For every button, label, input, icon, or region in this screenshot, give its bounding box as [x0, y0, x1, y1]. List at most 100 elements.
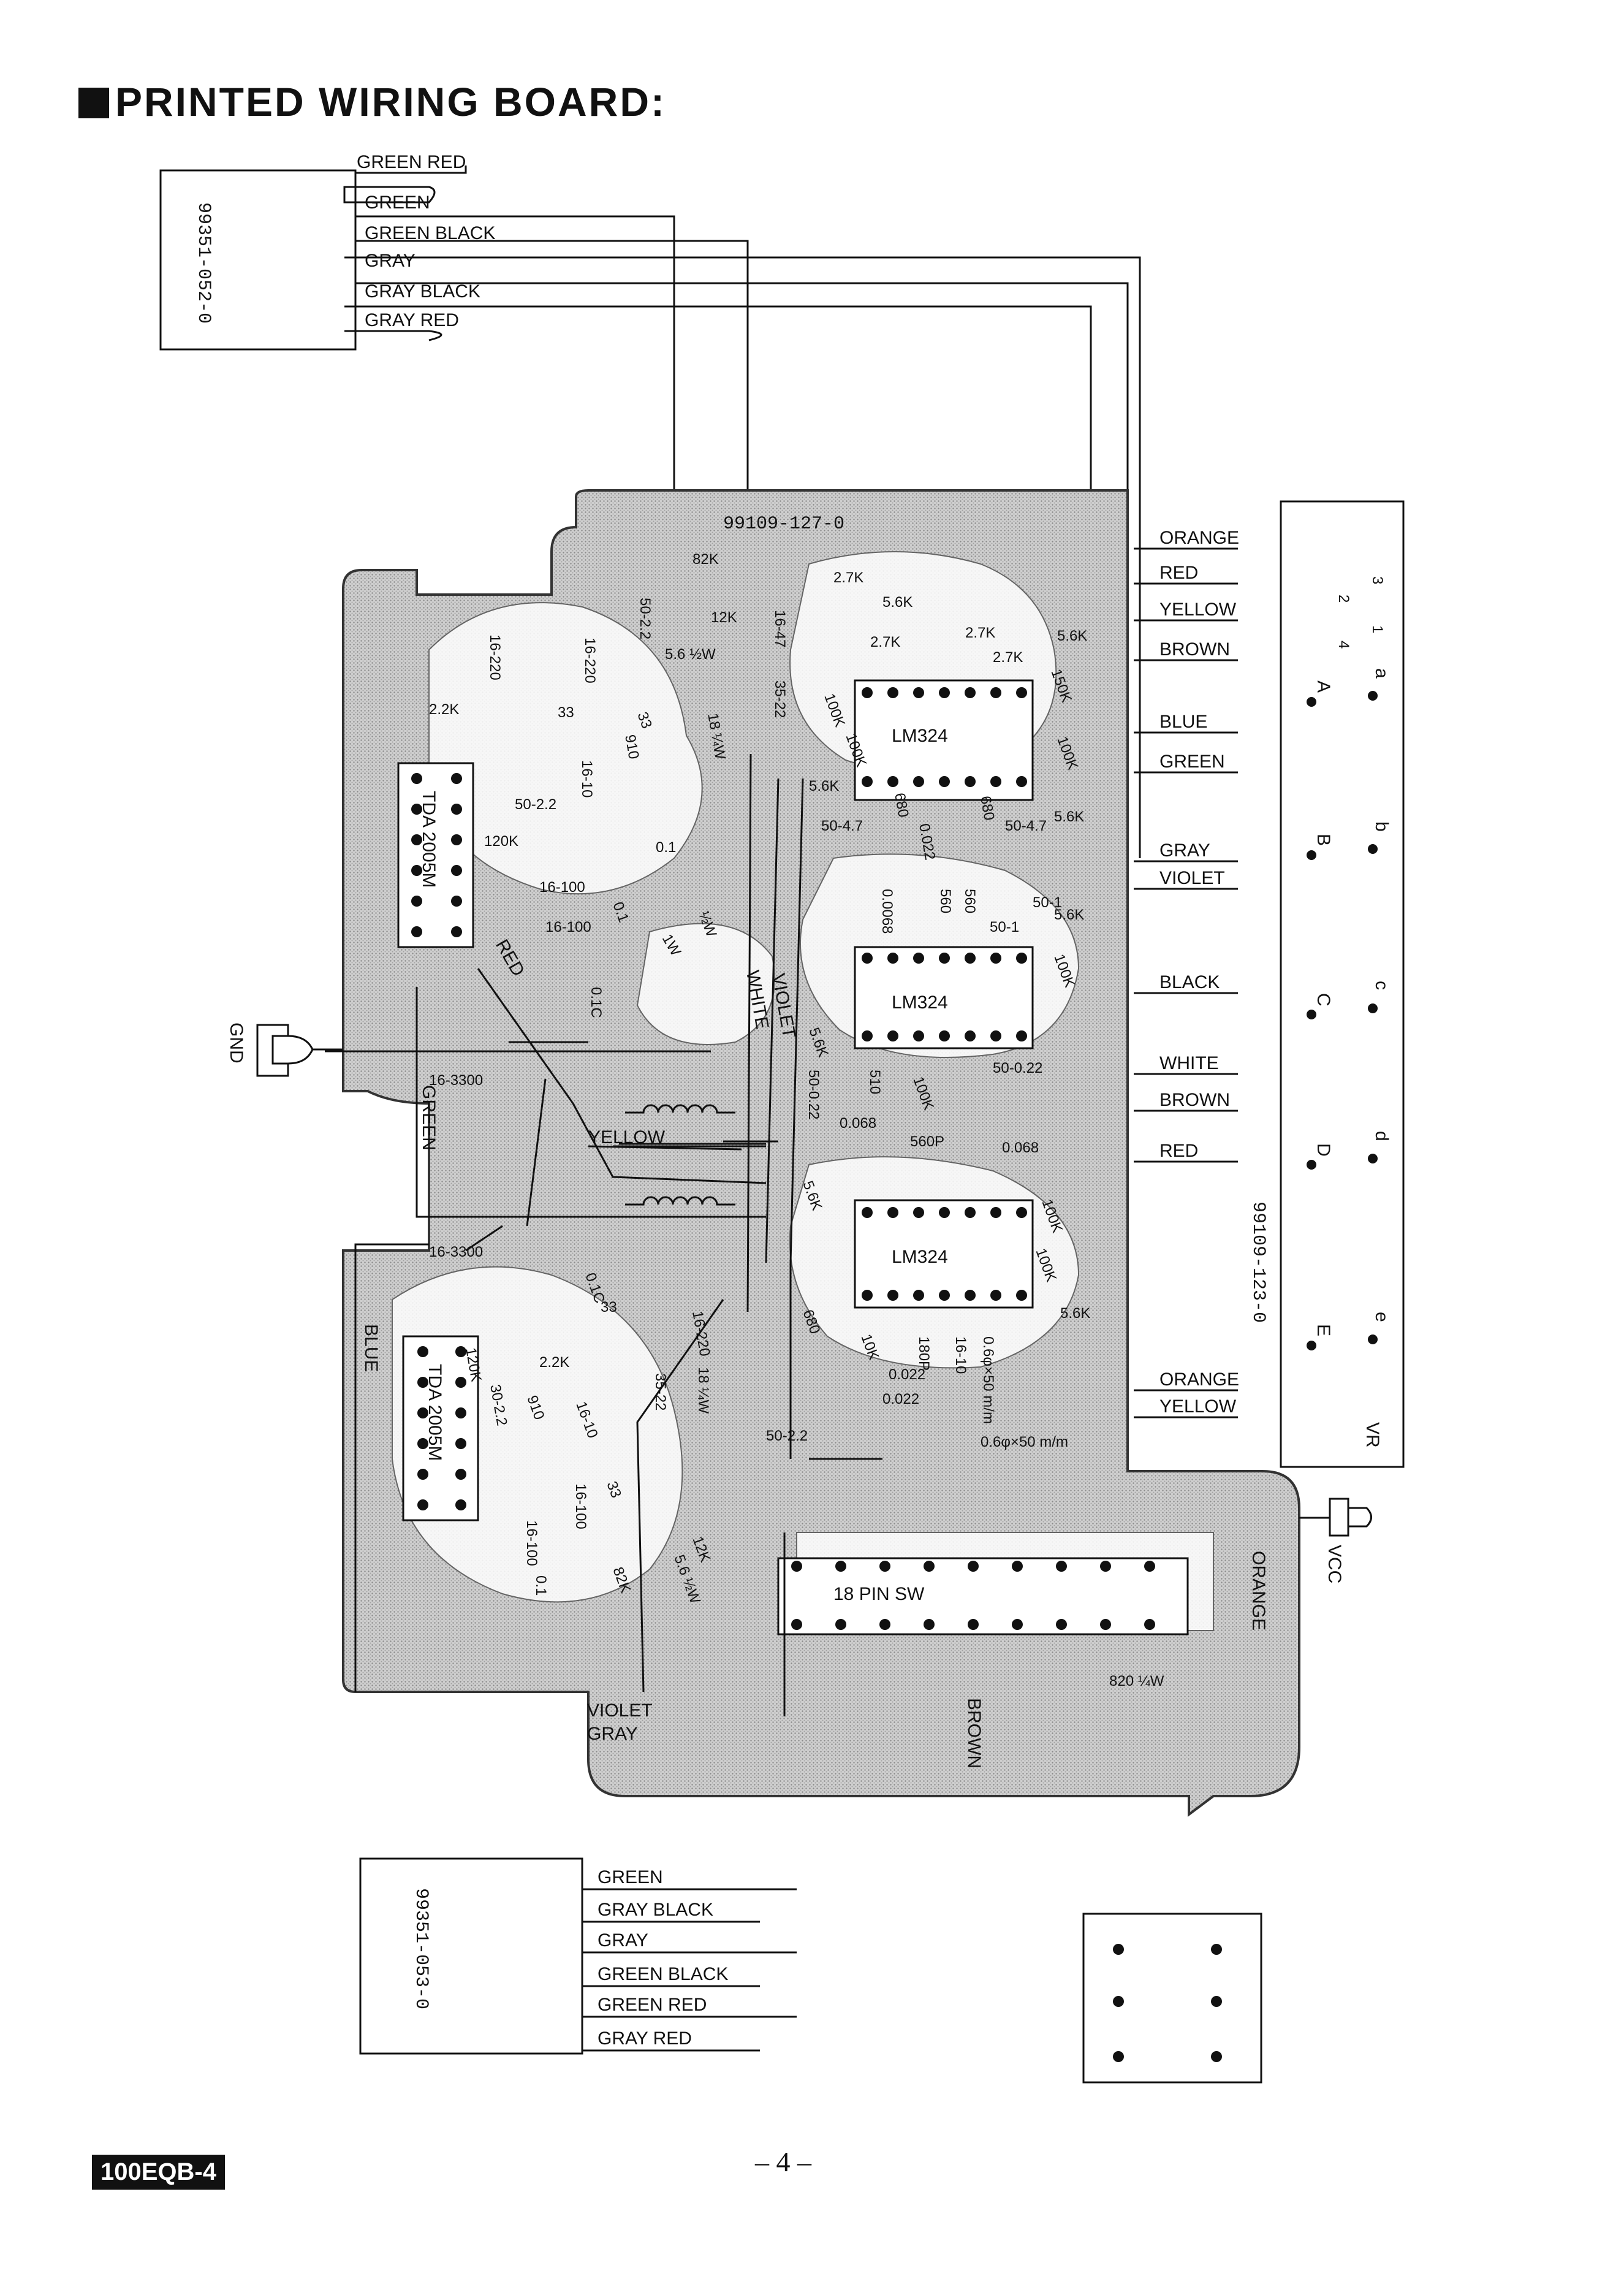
- pin-dot: [417, 1469, 428, 1480]
- page-title: PRINTED WIRING BOARD:: [78, 78, 666, 125]
- pin-dot: [990, 1290, 1001, 1301]
- wire-label-orange-right: ORANGE: [1248, 1551, 1269, 1631]
- pin-dot: [887, 776, 898, 787]
- component-label: 0.068: [1002, 1140, 1039, 1156]
- component-label: 2.7K: [993, 649, 1023, 666]
- component-label: 0.1C: [588, 987, 604, 1018]
- component-label: 0.022: [882, 1391, 919, 1407]
- component-label: 16-10: [952, 1336, 969, 1374]
- pin-dot: [924, 1619, 935, 1630]
- pin-dot: [455, 1438, 466, 1449]
- pin-dot: [879, 1561, 890, 1572]
- component-label: 33: [558, 704, 574, 721]
- top-connector-box: [159, 169, 357, 351]
- vr-pin-right: e: [1372, 1312, 1392, 1322]
- component-label: 5.6K: [1057, 628, 1087, 644]
- pin-dot: [887, 687, 898, 698]
- vr-pin-left: D: [1313, 1143, 1334, 1157]
- vr-pin-dot: [1368, 1334, 1378, 1344]
- component-label: 16-3300: [429, 1244, 483, 1260]
- pin-dot: [965, 1030, 976, 1041]
- component-label: 0.6φ×50 m/m: [980, 1336, 996, 1424]
- pin-dot: [1016, 687, 1027, 698]
- component-label: 560P: [910, 1133, 944, 1150]
- pin-dot: [417, 1407, 428, 1418]
- wire-label-brown-bottom: BROWN: [964, 1698, 984, 1768]
- vr-pin-dot: [1368, 844, 1378, 854]
- component-label: 33: [601, 1299, 617, 1315]
- pin-dot: [451, 804, 462, 815]
- bottom-connector-box: [359, 1857, 583, 2055]
- vr-pin-left: E: [1313, 1324, 1334, 1336]
- pin-dot: [417, 1346, 428, 1357]
- vr-pin-number: 3: [1369, 576, 1386, 584]
- page-number: – 4 –: [755, 2146, 811, 2177]
- pin-dot: [417, 1377, 428, 1388]
- vr-pin-dot: [1368, 1003, 1378, 1013]
- component-label: 82K: [692, 551, 719, 568]
- board-wire-labels: RED WHITE VIOLET GREEN YELLOW BLUE BROWN…: [361, 936, 1269, 1768]
- switch-terminal-dot: [1113, 1944, 1124, 1955]
- switch-terminal-dot: [1211, 1996, 1222, 2007]
- vr-wire-label: BLACK: [1159, 972, 1220, 992]
- pin-dot: [990, 1207, 1001, 1218]
- vr-pin-dot: [1368, 1154, 1378, 1163]
- pin-dot: [913, 953, 924, 964]
- pin-dot: [965, 1290, 976, 1301]
- component-label: 560: [937, 889, 954, 913]
- pin-dot: [965, 687, 976, 698]
- vr-wires: ORANGEREDYELLOWBROWNBLUEGREENGRAYVIOLETB…: [1134, 528, 1392, 1418]
- pin-dot: [1056, 1619, 1067, 1630]
- title-bullet-icon: [78, 88, 109, 118]
- pin-dot: [835, 1619, 846, 1630]
- pin-dot: [411, 926, 422, 937]
- vr-pin-dot: [1368, 691, 1378, 701]
- pin-dot: [913, 1207, 924, 1218]
- top-wire-label-1: GREEN: [365, 192, 430, 213]
- component-label: 16-100: [545, 919, 591, 935]
- component-label: 820 ¼W: [1109, 1673, 1164, 1689]
- gnd-label: GND: [226, 1022, 246, 1064]
- pin-dot: [1016, 953, 1027, 964]
- vr-wire-label: RED: [1159, 1141, 1198, 1161]
- vr-wire-label: BLUE: [1159, 712, 1207, 732]
- vr-wire-label: ORANGE: [1159, 528, 1239, 548]
- component-label: 16-100: [572, 1483, 589, 1529]
- vcc-label: VCC: [1324, 1545, 1345, 1583]
- component-label: 0.1: [533, 1575, 549, 1596]
- vr-connector-box: [1280, 500, 1405, 1468]
- pin-dot: [965, 953, 976, 964]
- pin-dot: [939, 1290, 950, 1301]
- pin-dot: [939, 687, 950, 698]
- pin-dot: [1100, 1619, 1111, 1630]
- component-label: 2.7K: [965, 625, 995, 641]
- component-label: 12K: [711, 609, 737, 626]
- component-label: 50-2.2: [637, 598, 653, 639]
- component-label: 50-4.7: [821, 818, 863, 834]
- component-label: 0.0068: [879, 889, 895, 934]
- component-label: 50-2.2: [766, 1428, 808, 1444]
- component-label: 16-220: [582, 638, 598, 683]
- pin-dot: [455, 1377, 466, 1388]
- wire-label-violet-bottom: VIOLET: [587, 1700, 653, 1721]
- pin-dot: [1144, 1619, 1155, 1630]
- pin-dot: [1016, 1290, 1027, 1301]
- component-label: 5.6K: [1054, 907, 1084, 923]
- component-label: 50-2.2: [515, 796, 556, 813]
- vr-wire-label: YELLOW: [1159, 600, 1237, 620]
- component-label: 0.022: [889, 1366, 925, 1383]
- document-code: 100EQB-4: [92, 2155, 225, 2190]
- pin-dot: [455, 1499, 466, 1510]
- vr-connector-name: VR: [1362, 1422, 1383, 1448]
- pin-dot: [879, 1619, 890, 1630]
- component-label: 5.6K: [1054, 809, 1084, 825]
- pin-dot: [862, 1290, 873, 1301]
- bottom-wire-label: GRAY RED: [598, 2028, 692, 2049]
- title-text: PRINTED WIRING BOARD:: [115, 79, 666, 124]
- pin-dot: [411, 834, 422, 845]
- bottom-wire-label: GRAY: [598, 1930, 648, 1951]
- pin-dot: [417, 1499, 428, 1510]
- switch-label: 18 PIN SW: [833, 1584, 925, 1604]
